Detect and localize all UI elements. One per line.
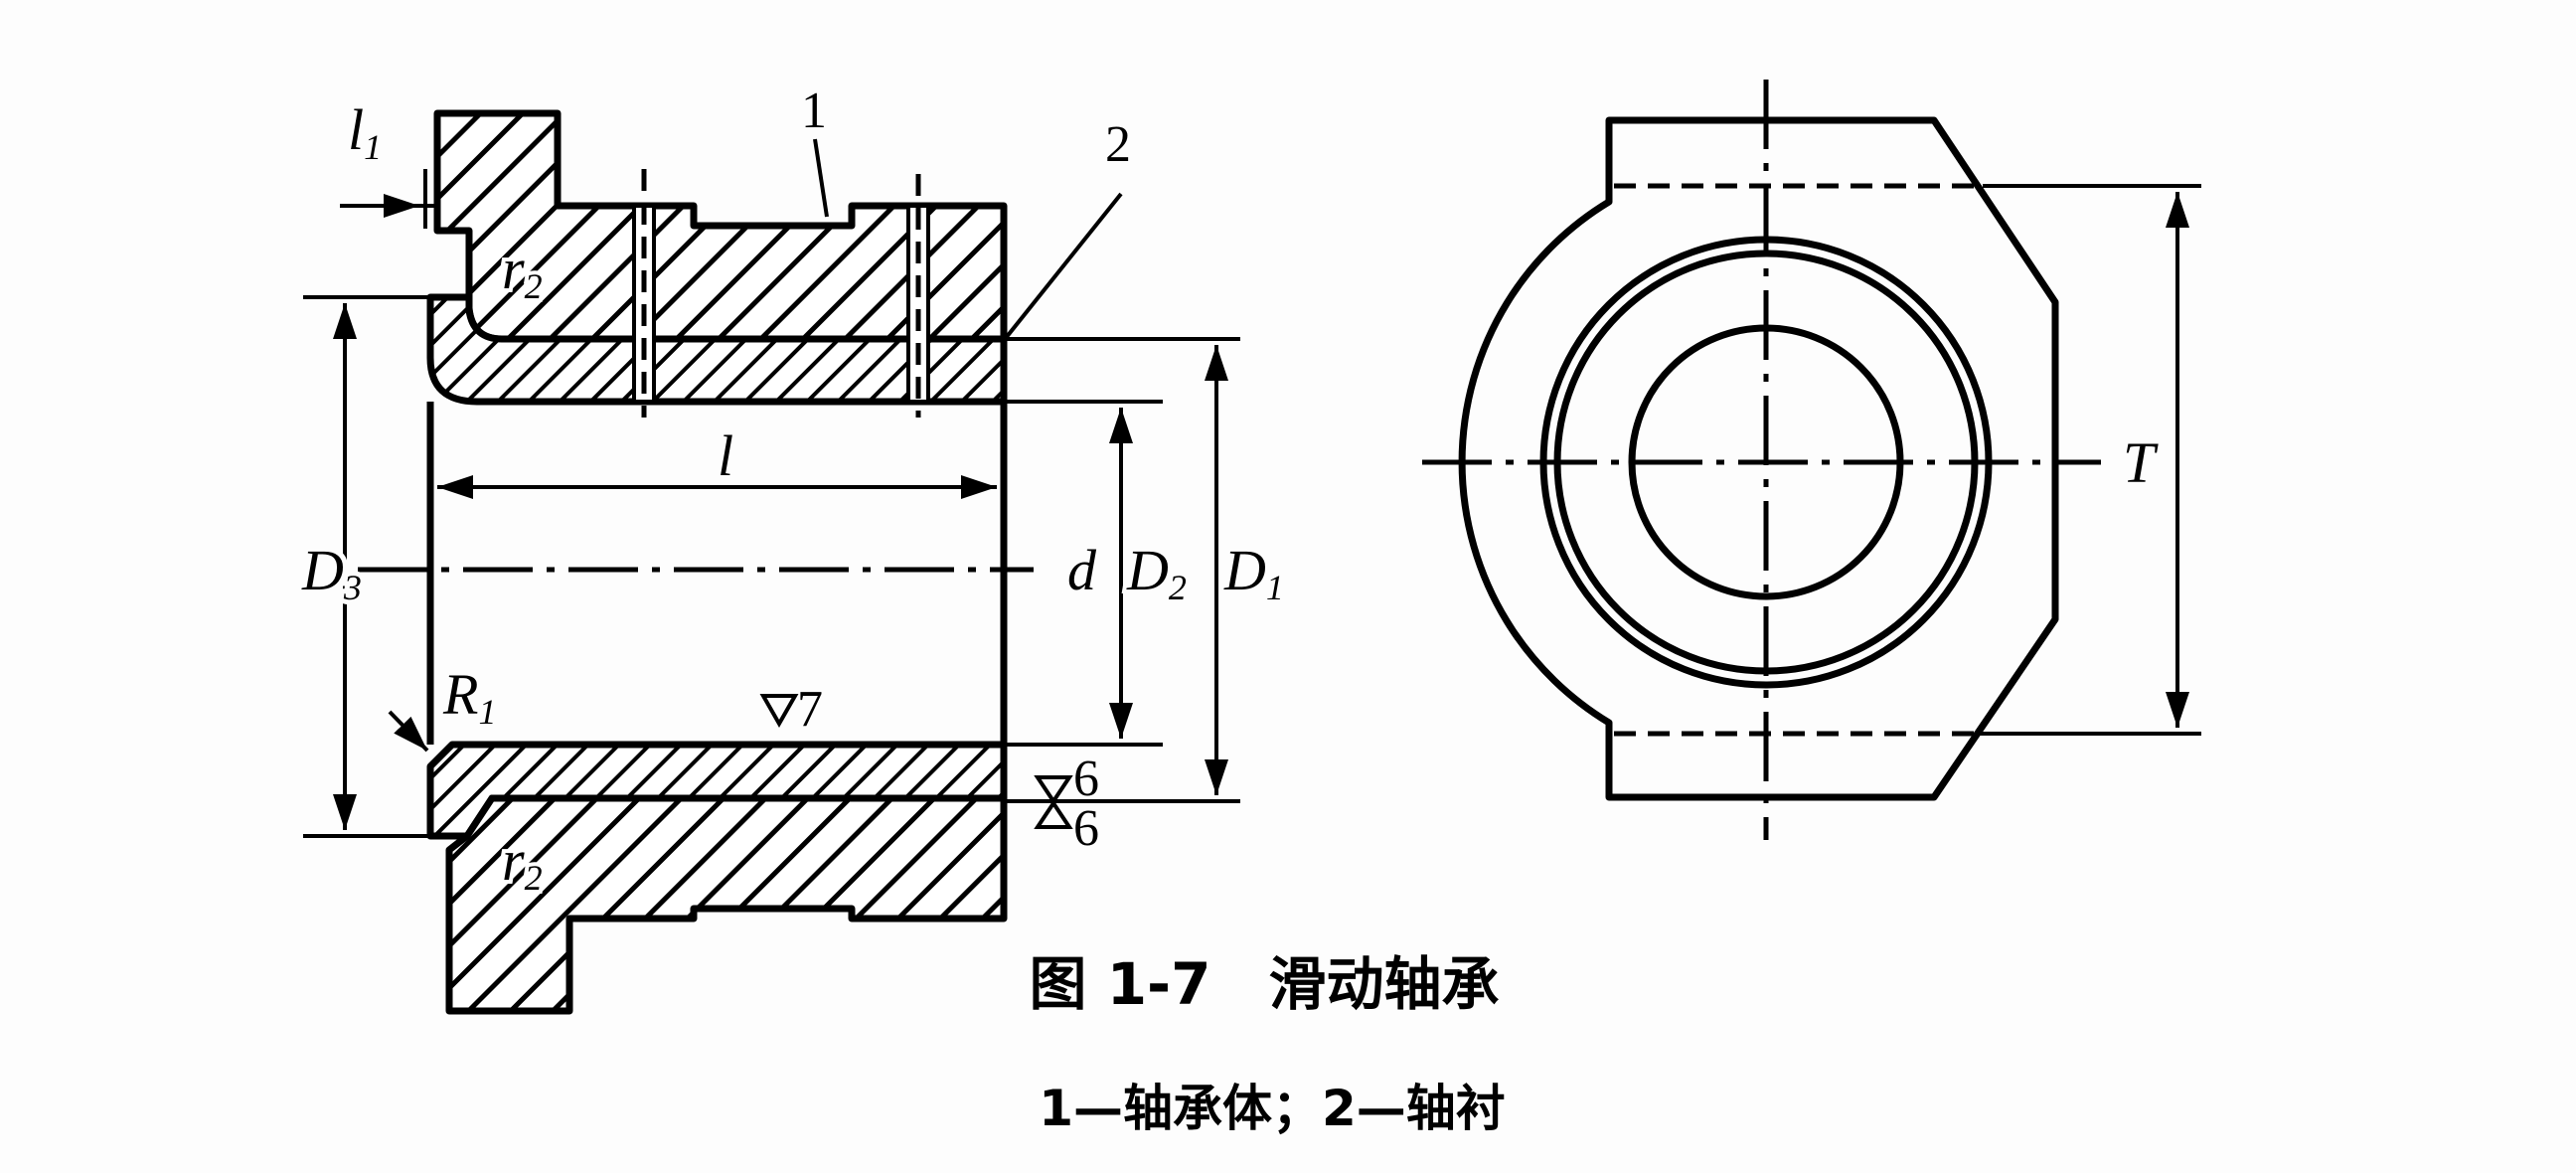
label-T: T <box>2123 430 2159 495</box>
label-roughness-7: 7 <box>797 681 823 738</box>
label-D3: D3 <box>301 538 362 607</box>
label-roughness-6-top: 6 <box>1073 751 1099 807</box>
figure-caption-title: 图 1-7 滑动轴承 <box>1030 950 1500 1018</box>
leader-R1 <box>388 710 429 753</box>
end-view: T <box>1422 80 2201 840</box>
label-l: l <box>718 423 733 488</box>
label-part-2: 2 <box>1105 116 1131 173</box>
roughness-symbol-outer-top <box>1034 775 1073 805</box>
roughness-symbol-inner <box>759 694 799 729</box>
label-D2: D2 <box>1126 538 1187 607</box>
label-D1: D1 <box>1223 538 1284 607</box>
leader-1 <box>813 138 829 218</box>
label-r2-top: r2 <box>502 237 543 306</box>
leader-2 <box>1004 192 1123 340</box>
housing-outline <box>1458 116 2059 801</box>
roughness-symbol-outer-bottom <box>1034 799 1073 829</box>
label-l1: l1 <box>348 97 382 167</box>
label-roughness-6-bottom: 6 <box>1073 800 1099 857</box>
section-view: l1 1 2 r2 r2 l D3 d D2 D1 R1 7 6 6 <box>296 83 1284 1015</box>
figure-caption-legend: 1—轴承体；2—轴衬 <box>1039 1080 1506 1137</box>
label-R1: R1 <box>442 662 496 732</box>
oil-hole-right <box>908 208 928 400</box>
bearing-body-bottom <box>445 794 1008 1015</box>
label-part-1: 1 <box>801 83 827 139</box>
label-r2-bottom: r2 <box>502 828 543 898</box>
label-d: d <box>1067 538 1097 602</box>
oil-hole-left <box>634 208 654 400</box>
